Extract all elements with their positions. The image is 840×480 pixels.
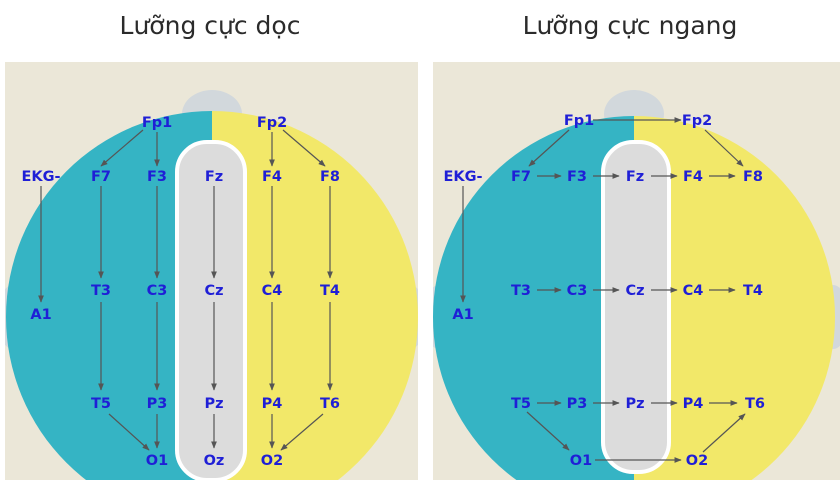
label-t3: T3 xyxy=(511,283,531,299)
label-t6: T6 xyxy=(745,396,765,412)
midline-strip xyxy=(175,140,247,480)
label-ekg: EKG- xyxy=(443,169,482,185)
label-p4: P4 xyxy=(683,396,704,412)
label-o2: O2 xyxy=(686,453,708,469)
label-f4: F4 xyxy=(262,169,282,185)
label-fp2: Fp2 xyxy=(257,115,287,131)
label-c4: C4 xyxy=(683,283,704,299)
label-o1: O1 xyxy=(146,453,168,469)
label-t5: T5 xyxy=(511,396,531,412)
label-p4: P4 xyxy=(262,396,283,412)
arrow-fp1-f7 xyxy=(528,129,570,167)
label-c3: C3 xyxy=(147,283,168,299)
label-pz: Pz xyxy=(204,396,223,412)
arrow-t5-o1 xyxy=(108,413,150,451)
label-f4: F4 xyxy=(683,169,703,185)
label-t6: T6 xyxy=(320,396,340,412)
label-f7: F7 xyxy=(511,169,531,185)
longitudinal-electrode-labels: EKG- A1 Fp1 Fp2 F7 F3 Fz F4 F8 T3 C3 Cz … xyxy=(21,115,340,469)
transverse-montage-svg: EKG- A1 Fp1 Fp2 F7 F3 Fz F4 F8 T3 C3 Cz … xyxy=(433,62,840,480)
label-o1: O1 xyxy=(570,453,592,469)
label-pz: Pz xyxy=(625,396,644,412)
title-transverse-bipolar: Lưỡng cực ngang xyxy=(522,11,738,40)
label-p3: P3 xyxy=(147,396,168,412)
label-ekg: EKG- xyxy=(21,169,60,185)
label-f3: F3 xyxy=(567,169,587,185)
label-fp1: Fp1 xyxy=(142,115,172,131)
label-t5: T5 xyxy=(91,396,111,412)
title-longitudinal-bipolar: Lưỡng cực dọc xyxy=(119,11,301,40)
label-p3: P3 xyxy=(567,396,588,412)
label-t4: T4 xyxy=(320,283,340,299)
label-a1: A1 xyxy=(30,307,51,323)
longitudinal-montage-svg: EKG- A1 Fp1 Fp2 F7 F3 Fz F4 F8 T3 C3 Cz … xyxy=(5,62,418,480)
arrow-fp2-f8 xyxy=(282,129,326,167)
transverse-montage-diagram: EKG- A1 Fp1 Fp2 F7 F3 Fz F4 F8 T3 C3 Cz … xyxy=(433,62,840,480)
label-cz: Cz xyxy=(625,283,644,299)
label-cz: Cz xyxy=(204,283,223,299)
longitudinal-arrows xyxy=(38,129,333,451)
arrow-t5-o1 xyxy=(526,411,570,451)
arrow-fp1-f7 xyxy=(100,129,144,167)
arrow-fp2-f8 xyxy=(704,129,744,167)
midline-strip xyxy=(601,140,671,474)
label-t4: T4 xyxy=(743,283,763,299)
longitudinal-montage-diagram: EKG- A1 Fp1 Fp2 F7 F3 Fz F4 F8 T3 C3 Cz … xyxy=(5,62,418,480)
label-t3: T3 xyxy=(91,283,111,299)
transverse-arrows xyxy=(460,117,746,463)
label-c3: C3 xyxy=(567,283,588,299)
label-a1: A1 xyxy=(452,307,473,323)
label-f7: F7 xyxy=(91,169,111,185)
label-oz: Oz xyxy=(204,453,225,469)
label-fp1: Fp1 xyxy=(564,113,594,129)
transverse-electrode-labels: EKG- A1 Fp1 Fp2 F7 F3 Fz F4 F8 T3 C3 Cz … xyxy=(443,113,765,469)
label-f3: F3 xyxy=(147,169,167,185)
label-fz: Fz xyxy=(205,169,223,185)
label-c4: C4 xyxy=(262,283,283,299)
label-fz: Fz xyxy=(626,169,644,185)
label-fp2: Fp2 xyxy=(682,113,712,129)
label-f8: F8 xyxy=(320,169,340,185)
label-f8: F8 xyxy=(743,169,763,185)
label-o2: O2 xyxy=(261,453,283,469)
arrow-t6-o2 xyxy=(280,413,324,451)
arrow-o2-t6 xyxy=(702,413,746,453)
